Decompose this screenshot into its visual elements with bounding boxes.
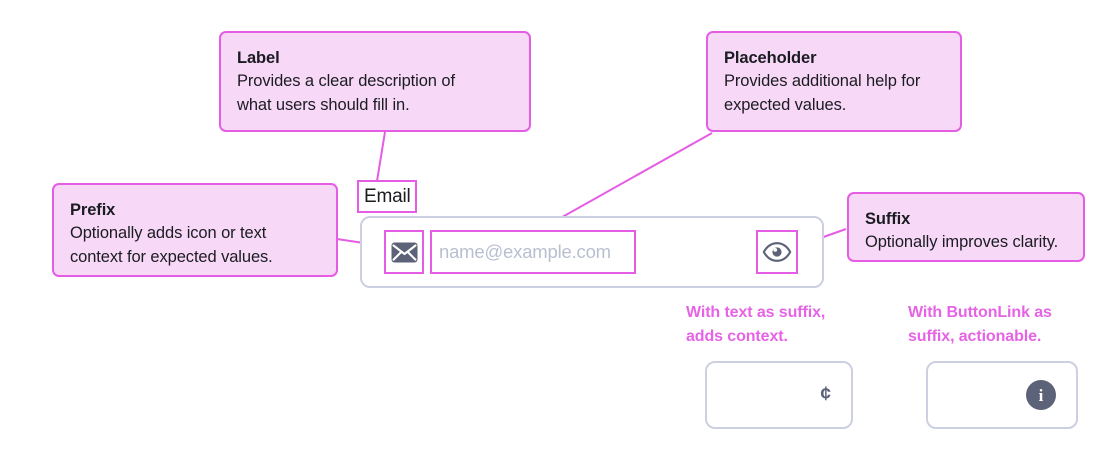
callout-prefix-body: Optionally adds icon or text context for… <box>70 224 273 266</box>
placeholder-highlight: name@example.com <box>430 230 636 274</box>
eye-icon[interactable] <box>762 242 792 262</box>
callout-label-title: Label <box>237 49 280 67</box>
connector-label-to-field <box>376 131 386 182</box>
caption-buttonlink-as-suffix: With ButtonLink as suffix, actionable. <box>908 304 1052 345</box>
callout-label-body: Provides a clear description of what use… <box>237 72 455 114</box>
callout-suffix: Suffix Optionally improves clarity. <box>847 192 1085 262</box>
email-input-field[interactable]: name@example.com <box>360 216 824 288</box>
suffix-text: ¢ <box>820 384 831 405</box>
field-label: Email <box>364 186 411 207</box>
field-label-highlight: Email <box>357 180 417 213</box>
callout-suffix-body: Optionally improves clarity. <box>865 233 1059 251</box>
callout-placeholder: Placeholder Provides additional help for… <box>706 31 962 132</box>
callout-placeholder-title: Placeholder <box>724 49 817 67</box>
callout-suffix-title: Suffix <box>865 210 911 228</box>
callout-label: Label Provides a clear description of wh… <box>219 31 531 132</box>
info-circle-icon[interactable]: i <box>1026 380 1056 410</box>
callout-prefix: Prefix Optionally adds icon or text cont… <box>52 183 338 277</box>
callout-placeholder-body: Provides additional help for expected va… <box>724 72 921 114</box>
callout-prefix-title: Prefix <box>70 201 116 219</box>
email-input-placeholder-text: name@example.com <box>439 241 611 262</box>
prefix-highlight <box>384 230 424 274</box>
input-with-text-suffix[interactable]: ¢ <box>705 361 853 429</box>
caption-text-as-suffix: With text as suffix, adds context. <box>686 304 826 345</box>
envelope-icon <box>391 242 418 263</box>
input-with-buttonlink-suffix[interactable]: i <box>926 361 1078 429</box>
suffix-highlight <box>756 230 798 274</box>
